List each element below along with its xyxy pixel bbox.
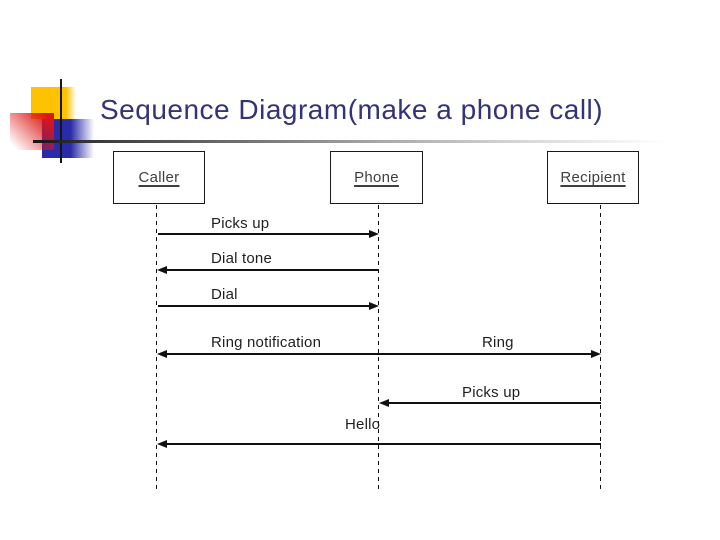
actor-box-phone: Phone — [330, 151, 423, 204]
message-label-ring-notification: Ring notification — [211, 334, 322, 351]
lifeline-phone — [378, 205, 379, 489]
message-label-hello: Hello — [345, 416, 381, 433]
actor-label-phone: Phone — [354, 169, 399, 186]
decoration-vertical-line — [60, 79, 62, 163]
message-line-picks-up-1 — [158, 233, 369, 235]
message-label-picks-up-2: Picks up — [462, 384, 521, 401]
actor-label-caller: Caller — [138, 169, 180, 186]
message-label-ring: Ring — [482, 334, 514, 351]
arrowhead-left-icon — [157, 266, 167, 274]
message-line-picks-up-2 — [389, 402, 601, 404]
arrowhead-left-icon — [157, 440, 167, 448]
lifeline-caller — [156, 205, 157, 489]
message-label-picks-up-1: Picks up — [211, 215, 270, 232]
message-line-dial-tone — [167, 269, 379, 271]
actor-box-caller: Caller — [113, 151, 205, 204]
message-label-dial: Dial — [211, 286, 238, 303]
actor-box-recipient: Recipient — [547, 151, 639, 204]
arrowhead-left-icon — [379, 399, 389, 407]
message-line-dial — [158, 305, 369, 307]
message-line-ring — [167, 353, 591, 355]
actor-label-recipient: Recipient — [560, 169, 626, 186]
arrowhead-right-icon — [369, 302, 379, 310]
message-line-hello — [167, 443, 601, 445]
slide-title: Sequence Diagram(make a phone call) — [100, 94, 604, 125]
lifeline-recipient — [600, 205, 601, 489]
arrowhead-left-icon — [157, 350, 167, 358]
message-label-dial-tone: Dial tone — [211, 250, 273, 267]
arrowhead-right-icon — [591, 350, 601, 358]
title-underline-rule — [33, 140, 665, 143]
red-square-decoration — [10, 113, 54, 150]
arrowhead-right-icon — [369, 230, 379, 238]
